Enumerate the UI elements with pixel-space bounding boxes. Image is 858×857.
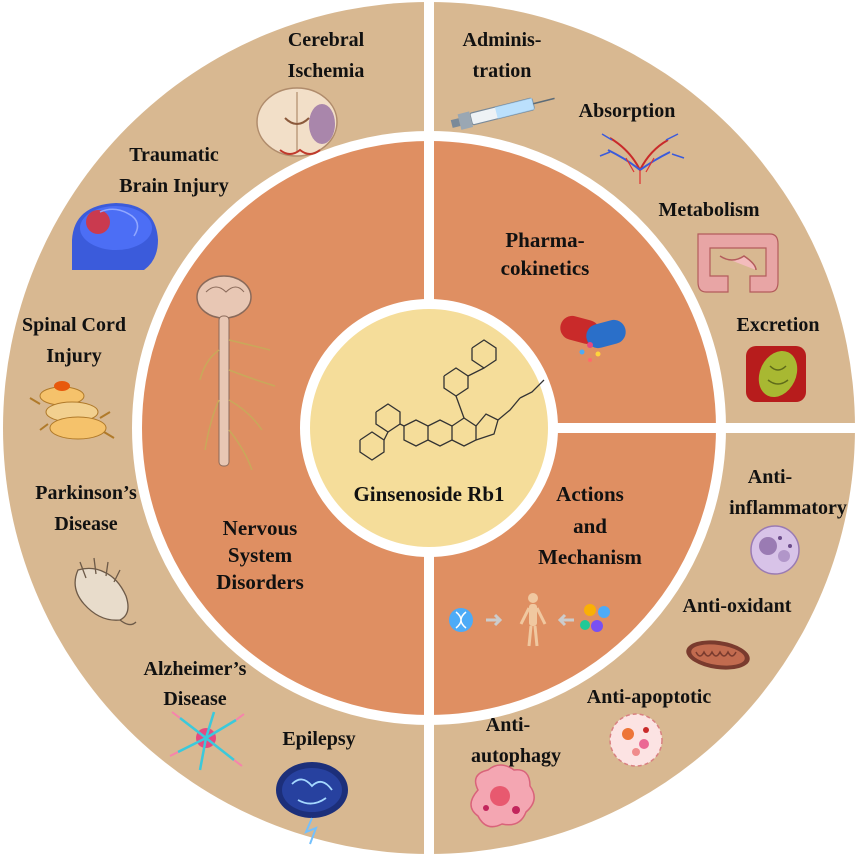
item-alzheimers-disease-line-2: Disease [163,688,226,710]
item-traumatic-brain-injury-line-1: Traumatic [129,144,219,166]
item-spinal-cord-injury-line-2: Injury [46,345,102,367]
dna-body-cells-icon [449,593,610,647]
center-disc [300,299,558,557]
nervous-label-line-2: System [228,543,293,567]
nervous-system-icon [196,275,276,471]
item-cerebral-ischemia-line-1: Cerebral [288,29,365,51]
item-alzheimers-disease-line-1: Alzheimer’s [144,658,247,680]
autophagy-cell-icon [470,764,535,828]
item-administration-line-1: Adminis- [463,29,542,51]
pharma-label-line-2: cokinetics [501,256,590,280]
actions-label-line-2: and [573,514,607,538]
capsule-icon [560,315,626,362]
item-spinal-cord-injury-line-1: Spinal Cord [22,314,126,336]
item-anti-autophagy-line-2: autophagy [471,745,561,767]
kidney-icon [746,346,806,402]
actions-label-line-3: Mechanism [538,545,642,569]
center-title: Ginsenoside Rb1 [353,482,504,506]
nervous-label-line-1: Nervous [223,516,298,540]
mitochondria-icon [686,640,750,670]
brain-section-icon [256,87,338,157]
neuron-icon [169,711,245,771]
item-anti-oxidant-line-1: Anti-oxidant [683,595,792,617]
syringe-icon [450,97,555,130]
item-absorption-line-1: Absorption [579,100,676,122]
actions-label-line-1: Actions [556,482,624,506]
apoptotic-cell-icon [609,713,663,767]
item-anti-inflammatory-line-1: Anti- [748,466,792,488]
item-epilepsy-line-1: Epilepsy [282,728,355,750]
pharma-label-line-1: Pharma- [505,228,584,252]
injured-brain-icon [72,203,158,270]
trembling-hand-icon [74,557,137,626]
item-cerebral-ischemia-line-2: Ischemia [288,60,365,82]
glowing-brain-icon [276,762,348,845]
item-excretion-line-1: Excretion [737,314,820,336]
item-traumatic-brain-injury-line-2: Brain Injury [119,175,228,197]
nervous-label-line-3: Disorders [216,570,304,594]
item-anti-autophagy-line-1: Anti- [486,714,530,736]
intestine-icon [697,233,779,293]
spine-icon [29,381,115,440]
blood-vessels-icon [599,133,685,184]
item-anti-apoptotic-line-1: Anti-apoptotic [587,686,712,708]
item-parkinsons-disease-line-1: Parkinson’s [35,482,137,504]
item-anti-inflammatory-line-2: inflammatory [729,497,847,519]
molecule-structure-icon [359,339,545,461]
immune-cell-icon [750,525,800,575]
item-metabolism-line-1: Metabolism [658,199,759,221]
item-parkinsons-disease-line-2: Disease [54,513,117,535]
item-administration-line-2: tration [473,60,532,82]
